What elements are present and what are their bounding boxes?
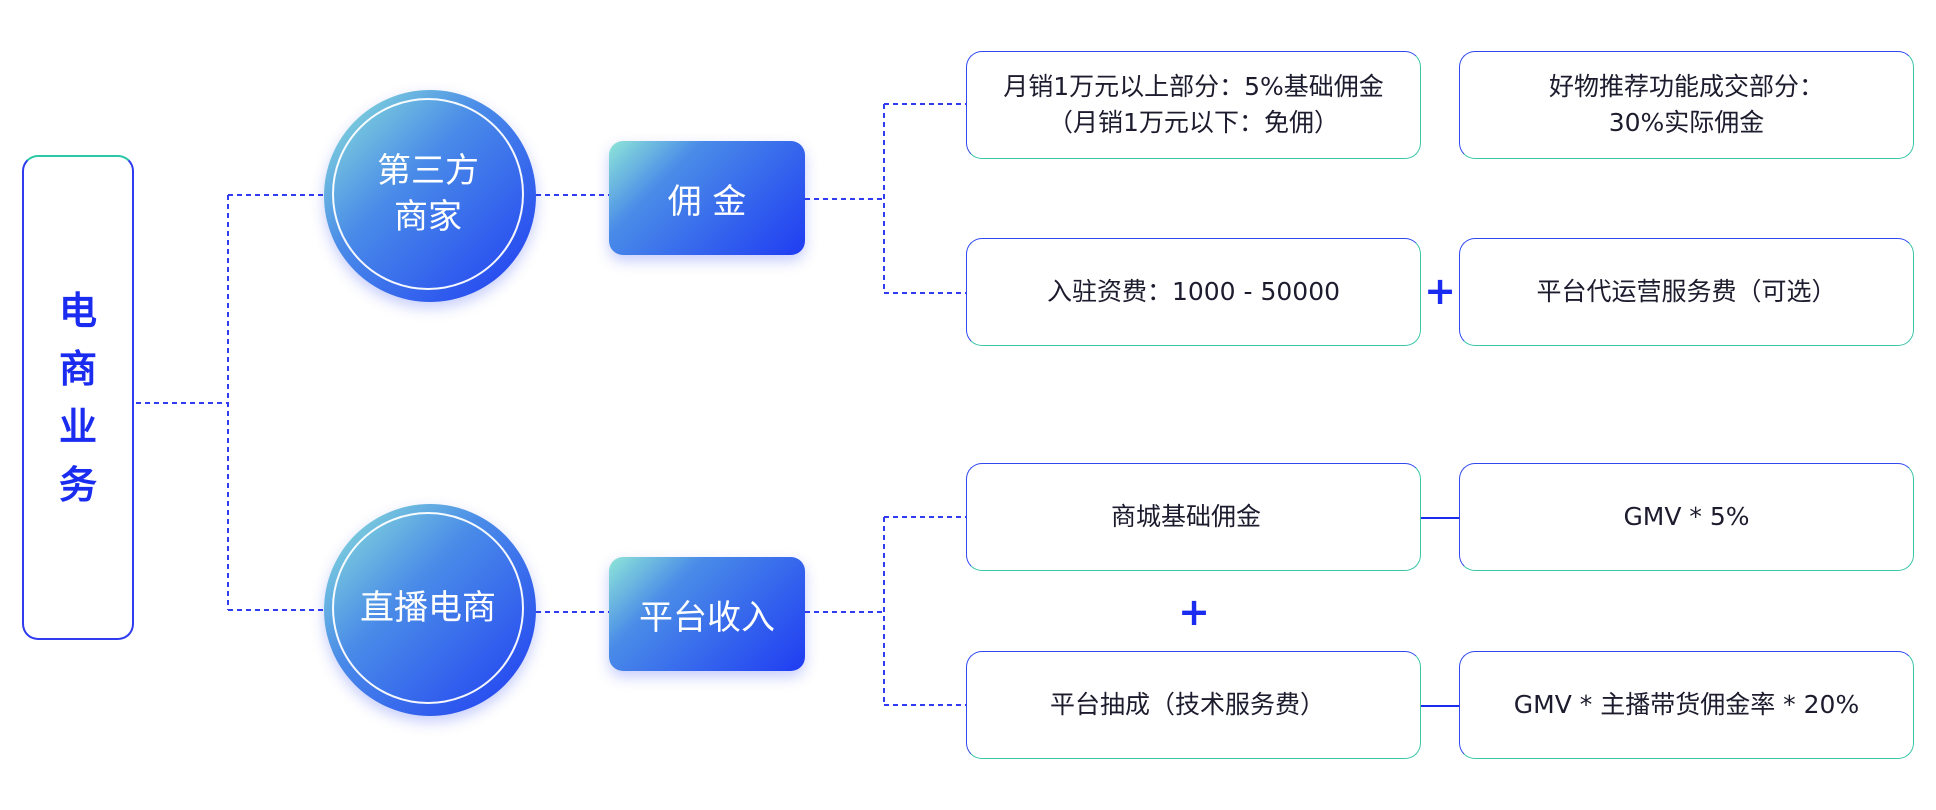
box-text: 平台代运营服务费（可选）: [1536, 277, 1837, 306]
circle-live-commerce: 直播电商: [324, 504, 536, 716]
box-text: 平台抽成（技术服务费）: [1050, 690, 1326, 719]
circle-ring: 第三方 商家: [332, 98, 524, 290]
box-text: 入驻资费：1000 - 50000: [1046, 277, 1341, 306]
box-text: 月销1万元以上部分：5%基础佣金 （月销1万元以下：免佣）: [1003, 72, 1384, 137]
box-mall-commission: 商城基础佣金: [966, 463, 1421, 571]
plus-sign: +: [1424, 269, 1456, 313]
circle-label-third-party: 第三方 商家: [377, 151, 479, 237]
root-node: 电商业务: [22, 155, 134, 640]
box-operation-fee: 平台代运营服务费（可选）: [1459, 238, 1914, 346]
box-text: 好物推荐功能成交部分： 30%实际佣金: [1548, 72, 1824, 137]
box-mall-formula: GMV * 5%: [1459, 463, 1914, 571]
category-label-commission: 佣 金: [667, 181, 747, 222]
box-text: GMV * 主播带货佣金率 * 20%: [1513, 690, 1860, 719]
category-commission: 佣 金: [609, 141, 805, 255]
box-entry-fee: 入驻资费：1000 - 50000: [966, 238, 1421, 346]
circle-third-party: 第三方 商家: [324, 90, 536, 302]
box-platform-formula: GMV * 主播带货佣金率 * 20%: [1459, 651, 1914, 759]
box-recommend-commission: 好物推荐功能成交部分： 30%实际佣金: [1459, 51, 1914, 159]
root-label: 电商业务: [58, 288, 97, 507]
circle-ring: 直播电商: [332, 512, 524, 704]
plus-sign: +: [1178, 590, 1210, 634]
box-text: GMV * 5%: [1623, 502, 1750, 531]
circle-label-live-commerce: 直播电商: [360, 588, 496, 628]
box-platform-cut: 平台抽成（技术服务费）: [966, 651, 1421, 759]
category-platform-income: 平台收入: [609, 557, 805, 671]
box-third-party-commission: 月销1万元以上部分：5%基础佣金 （月销1万元以下：免佣）: [966, 51, 1421, 159]
box-text: 商城基础佣金: [1111, 502, 1262, 531]
category-label-platform-income: 平台收入: [639, 597, 775, 638]
